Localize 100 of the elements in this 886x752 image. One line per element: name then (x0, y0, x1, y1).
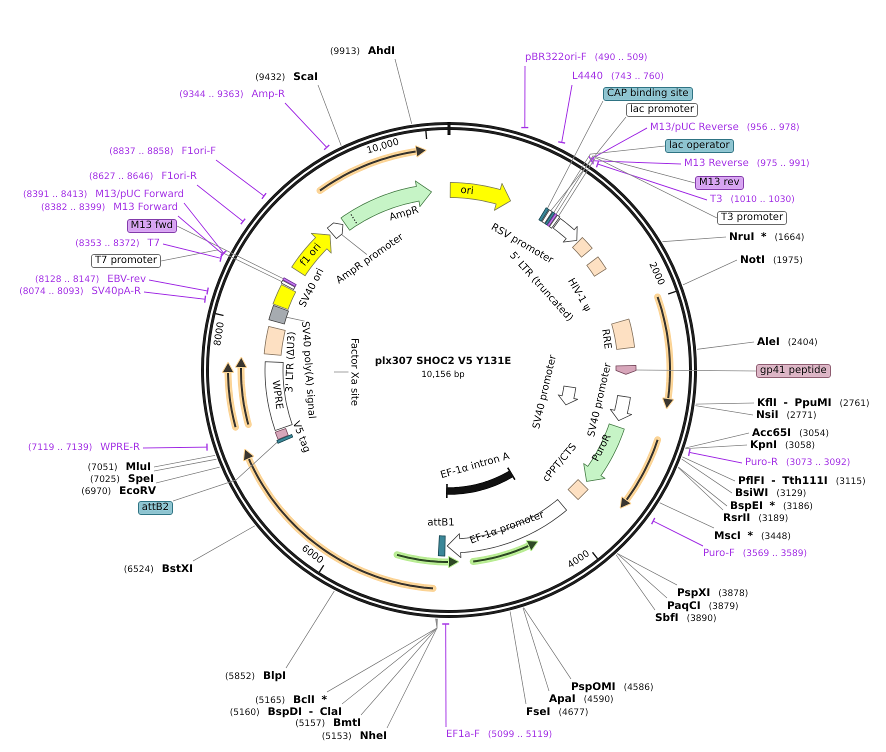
leader-line (684, 444, 748, 449)
position-label: (3186) (783, 501, 813, 514)
leader-line (286, 590, 335, 668)
leader-line (616, 554, 656, 610)
leader-line (685, 432, 750, 448)
leader-line (696, 342, 754, 350)
primer-label: EBV-rev (107, 273, 146, 286)
position-label: (9344 .. 9363) (179, 89, 244, 102)
leader-line (556, 155, 696, 215)
position-label: (1664) (774, 232, 804, 245)
feature-label: ori (460, 184, 474, 198)
feature-box (271, 283, 298, 311)
position-label: (975 .. 991) (756, 158, 810, 171)
feature-label: Factor Xa site (348, 338, 360, 406)
enzyme-label: AleI (757, 335, 780, 350)
leader-line (160, 250, 282, 282)
feature-box (263, 360, 294, 433)
feature-label: 3' LTR (ΔU3) (284, 331, 298, 393)
leader-line (681, 458, 732, 494)
primer-label: T7 (148, 237, 160, 251)
leader-line (592, 156, 682, 165)
feature-label: f1 ori (298, 241, 324, 269)
position-label: (5099 .. 5119) (488, 729, 552, 742)
leader-line (176, 226, 284, 280)
feature-box (585, 255, 608, 278)
primer-label: F1ori-R (161, 170, 197, 184)
primer-label: M13 Reverse (684, 157, 749, 171)
leader-line (156, 466, 220, 484)
enzyme-label: BspDI - ClaI (268, 705, 342, 718)
sequence-length: 10,156 bp (421, 369, 465, 381)
map-title: plx307 SHOC2 V5 Y131E (374, 356, 512, 368)
feature-label: V5 tag (290, 420, 312, 454)
enzyme-label: NotI (740, 253, 765, 268)
primer-label: Amp-R (252, 88, 285, 102)
leader-line (341, 234, 368, 255)
feature-mark (547, 213, 562, 230)
enzyme-label: BspEI * (730, 499, 775, 513)
feature-tag: CAP binding site (603, 87, 693, 101)
enzyme-label: BmtI (333, 716, 361, 731)
leader-line (144, 292, 206, 304)
position-label: (1010 .. 1030) (730, 194, 795, 207)
position-label: (5153) (322, 731, 352, 744)
leader-line (178, 216, 226, 258)
enzyme-label: PspXI (677, 586, 710, 601)
leader-line (650, 517, 704, 546)
feature-mark (279, 278, 297, 291)
position-label: (8837 .. 8858) (109, 146, 174, 159)
promoter-feature (325, 221, 345, 241)
feature-label: RRE (599, 328, 613, 350)
leader-line (148, 280, 209, 296)
position-label: (8382 .. 8399) (40, 202, 106, 215)
position-label: (8074 .. 8093) (19, 286, 84, 299)
feature-mark (281, 276, 298, 288)
position-label: (3189) (758, 513, 788, 526)
leader-line (616, 553, 678, 586)
primer-label: M13/pUC Reverse (650, 121, 739, 135)
leader-line (636, 370, 756, 372)
leader-line (558, 84, 572, 144)
primer-label: pBR322ori-F (525, 51, 587, 65)
primer-label: WPRE-R (100, 441, 140, 455)
feature-label: WPRE (270, 380, 284, 410)
position-label: (3129) (776, 488, 806, 501)
primer-label: T3 (710, 193, 722, 207)
enzyme-label: ApaI (549, 692, 576, 707)
enzyme-label: KflI - PpuMI (757, 396, 832, 410)
position-label: (3569 .. 3589) (742, 548, 808, 561)
feature-mark (540, 208, 554, 225)
position-label: (8391 .. 8413) (22, 189, 88, 202)
primer-label: M13/pUC Forward (95, 188, 184, 202)
position-label: (490 .. 509) (594, 52, 648, 65)
position-label: (6524) (124, 564, 154, 577)
position-label: (9913) (330, 46, 360, 59)
leader-line (286, 316, 305, 322)
leader-line (318, 84, 342, 146)
enzyme-label: BlpI (262, 669, 286, 684)
enzyme-label: NheI (360, 729, 387, 744)
leader-line (682, 260, 738, 286)
enzyme-label: MluI (126, 460, 151, 474)
feature-tag: lac operator (665, 139, 734, 153)
leader-line (154, 458, 217, 472)
position-label: (3890) (686, 613, 716, 626)
leader-line (284, 102, 330, 150)
enzyme-label: BstXI (162, 562, 193, 577)
enzyme-label: BsiWI (735, 486, 768, 501)
enzyme-label: Acc65I (752, 426, 792, 440)
leader-line (546, 100, 604, 209)
primer-label: EF1a-F (446, 728, 480, 742)
primer-label: L4440 (572, 70, 604, 84)
position-label: (3878) (718, 588, 748, 601)
feature-mark (537, 206, 551, 223)
position-label: (7051) (88, 462, 118, 475)
leader-line (326, 618, 438, 692)
position-label: (3073 .. 3092) (786, 457, 850, 470)
position-label: (7025) (90, 474, 120, 487)
enzyme-label: KpnI (750, 438, 778, 453)
enzyme-label: FseI (526, 705, 550, 720)
position-label: (4677) (558, 707, 588, 720)
leader-line (520, 66, 529, 128)
leader-line (192, 525, 256, 562)
primer-label: Puro-R (745, 456, 778, 470)
